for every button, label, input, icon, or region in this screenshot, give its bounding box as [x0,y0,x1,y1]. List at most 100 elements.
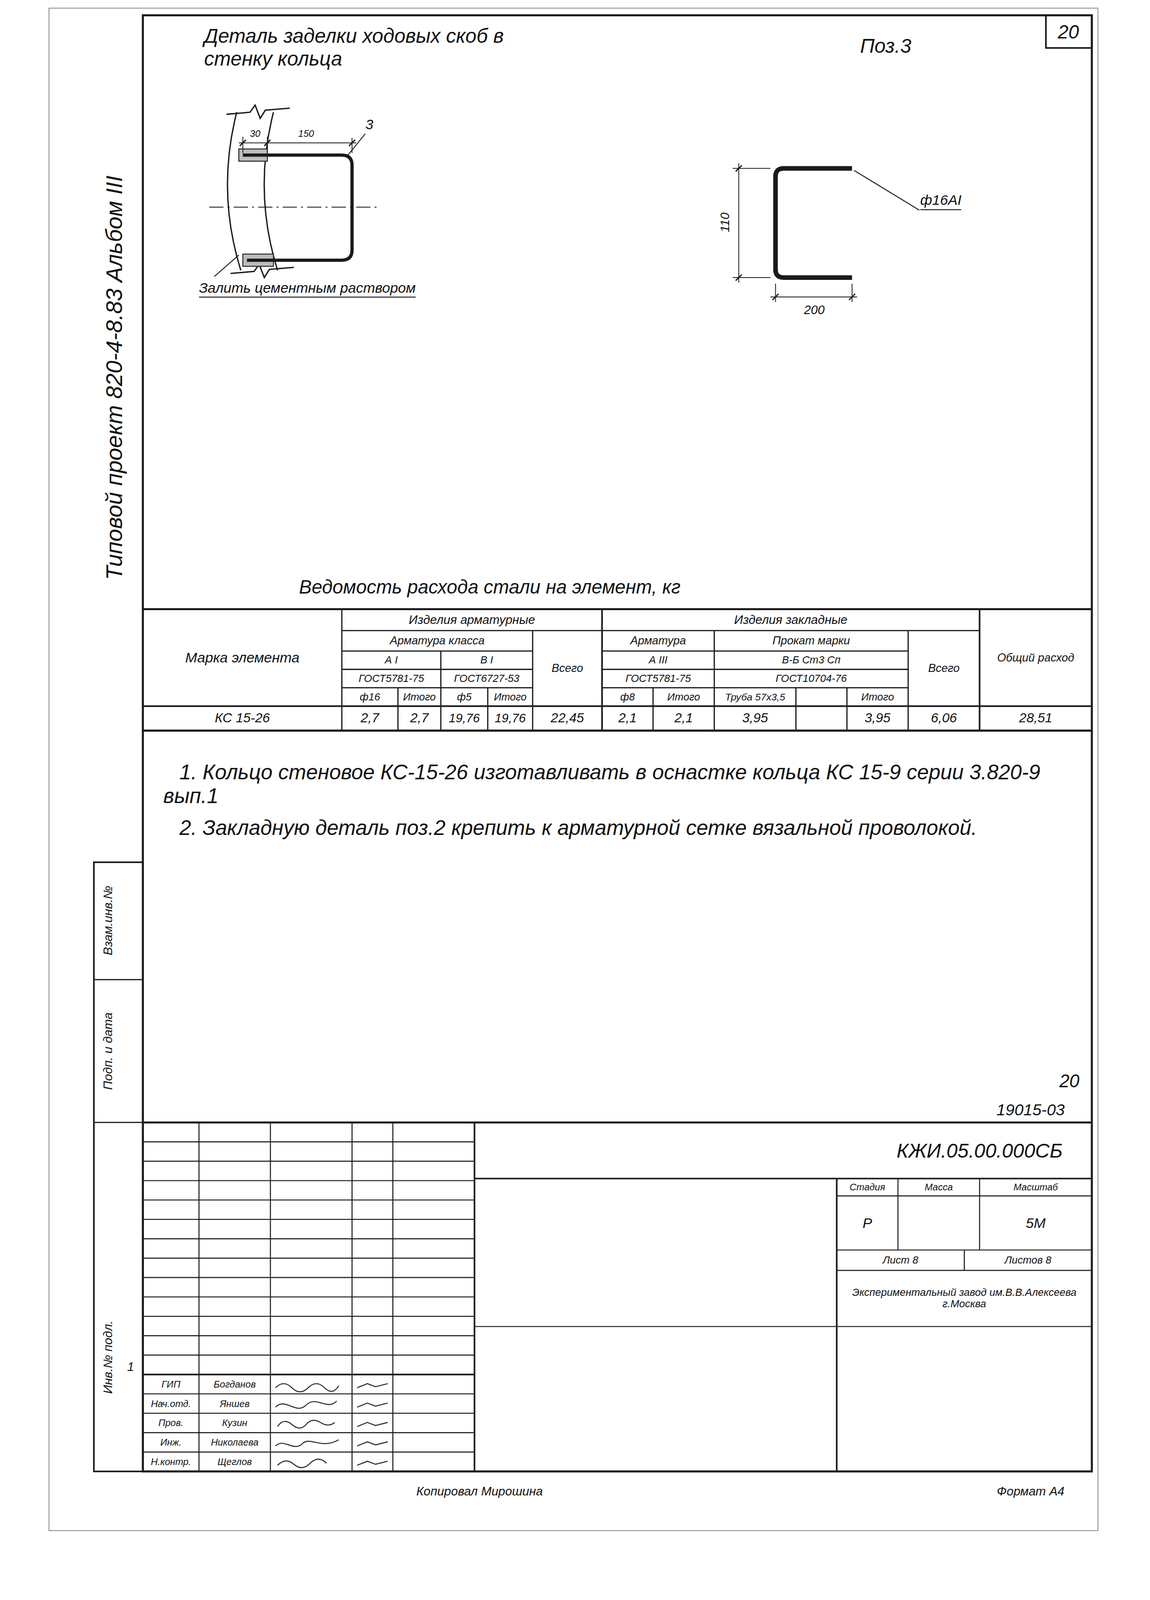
signature-scribble-stroke [275,1400,337,1408]
title-block-stroke [142,1198,475,1200]
sheet-frame-stroke [94,978,143,980]
table-grid-stroke [142,729,1093,732]
table-header: ф16 [342,687,398,706]
title-block-stroke [474,1177,1093,1179]
table-grid-stroke [487,687,489,731]
sheet-frame-stroke [48,8,1098,1531]
table-grid-stroke [342,650,533,652]
table-grid-stroke [342,629,980,632]
signature-scribble-stroke [275,1383,339,1392]
table-cell: 22,45 [532,706,602,731]
table-grid-stroke [978,608,981,731]
table-header: Арматура класса [342,630,533,651]
table-header: В-Б Ст3 Сп [714,651,908,669]
bracket-pos3-stroke [848,293,856,300]
table-cell: 2,7 [342,706,398,731]
table-grid-stroke [142,704,1093,707]
table-header: Изделия арматурные [342,609,602,630]
table-grid-stroke [601,650,908,652]
table-header: Всего [908,630,979,706]
order-number: 19015-03 [996,1100,1065,1120]
organization-name: Экспериментальный завод им.В.В.Алексеева… [837,1270,1092,1326]
sheet-frame-stroke [1045,15,1093,48]
dimension-value: 200 [804,303,825,318]
table-grid-stroke [532,630,534,731]
signature-scribble [275,1383,388,1468]
title-block-stroke [836,1195,1093,1197]
title-block-header: Масштаб [979,1178,1092,1196]
table-grid-stroke [795,687,797,731]
wall-detail-stroke [348,133,366,155]
table-cell: 2,7 [398,706,441,731]
table-header: А III [602,651,714,669]
sheet-frame-stroke [94,1121,143,1123]
standard-code: ГОСТ5781-75 [602,669,714,688]
bracket-pos3-stroke [735,274,742,281]
role-label: Н.контр. [143,1452,199,1471]
table-cell: 6,06 [908,706,979,731]
title-block-stroke [142,1354,475,1356]
wall-detail-stroke [226,104,290,119]
wall-detail-stroke [238,142,357,144]
table-header: Арматура [602,630,714,651]
table-header: В I [441,651,533,669]
table-header: Всего [532,630,602,706]
table-grid-stroke [397,687,400,731]
title-block-stroke [142,1179,475,1181]
title-block-stroke [142,1451,475,1453]
format-label: Формат А4 [997,1483,1065,1499]
table-header: Прокат марки [714,630,908,651]
table-header: ф5 [441,687,488,706]
wall-detail-stroke [264,112,278,271]
table-grid-stroke [652,687,655,731]
role-label: Пров. [143,1413,199,1432]
dimension-value: 30 [249,128,261,140]
bracket-pos3-stroke [775,283,777,303]
note-text: 1. Кольцо стеновое КС-15-26 изготавливат… [163,760,1082,808]
wall-detail-stroke [227,112,241,271]
table-cell: 2,1 [653,706,714,731]
table-grid-stroke [713,630,715,731]
title-block-stroke [142,1373,475,1375]
bracket-pos3-stroke [738,163,740,283]
title-block-stroke [142,1295,475,1297]
signature-scribble-stroke [357,1421,388,1426]
bracket-pos3-stroke [851,283,853,303]
title-block-stroke [142,1315,475,1317]
table-cell: 19,76 [441,706,488,731]
table-header: Итого [488,687,533,706]
drawing-title: Деталь заделки ходовых скоб в стенку кол… [204,24,511,71]
stamp-label: Подп. и дата [101,1011,116,1090]
wall-detail [209,104,378,278]
person-name: Богданов [199,1374,270,1393]
document-code: КЖИ.05.00.000СБ [896,1139,1064,1162]
role-label: ГИП [143,1374,199,1393]
title-block [142,1121,1093,1471]
title-block-stroke [351,1121,353,1471]
callout-number: 3 [365,116,374,134]
signature-scribble-stroke [357,1460,388,1465]
person-name: Кузин [199,1413,270,1432]
table-header: Марка элемента [143,609,342,706]
dimension-value: 110 [718,212,733,232]
notes-block: 1. Кольцо стеновое КС-15-26 изготавливат… [163,760,1082,848]
table-grid [142,608,1093,731]
table-cell: 3,95 [847,706,908,731]
title-block-stroke [978,1178,980,1250]
title-block-value: Листов 8 [964,1249,1092,1270]
sheet-frame [48,8,1098,1531]
bracket-pos3-stroke [772,293,779,300]
title-block-stroke [142,1218,475,1220]
table-grid-stroke [440,650,442,731]
table-header: Итого [847,687,908,706]
title-block-stroke [142,1412,475,1414]
standard-code: ГОСТ6727-53 [441,669,533,688]
title-block-stroke [142,1276,475,1278]
bracket-pos3-stroke [854,170,920,211]
standard-code: ГОСТ10704-76 [714,669,908,688]
wall-detail-stroke [242,136,244,153]
title-block-stroke [142,1160,475,1162]
title-block-header: Масса [898,1178,979,1196]
stamp-label: Взам.инв.№ [101,885,116,955]
signature-scribble-stroke [275,1439,339,1446]
